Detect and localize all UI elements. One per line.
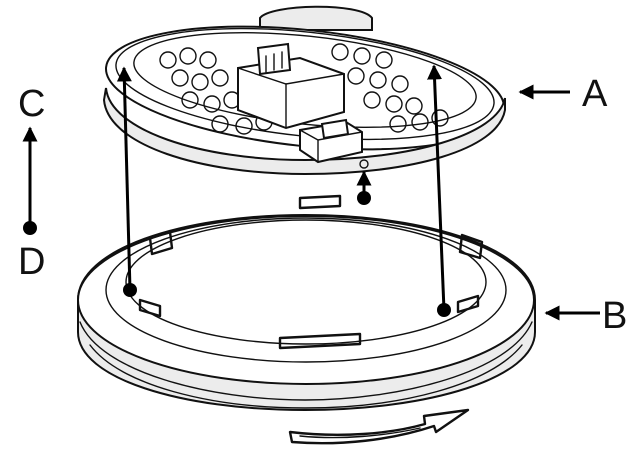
guide-dot-center [357,191,371,205]
direction-arrow-d-to-c [22,126,38,235]
base-ring [77,194,536,412]
guide-line-right [427,64,446,311]
guide-dot-left [123,283,137,297]
led-array [159,43,449,135]
lamp-unit [102,5,506,176]
alignment-guides [116,64,451,317]
rotation-arrow-icon [288,408,470,445]
driver-module [237,42,345,130]
guide-dot-right [437,303,451,317]
label-b: B [602,295,627,337]
label-a: A [582,73,608,115]
label-d: D [18,241,45,283]
terminal-block [299,118,363,164]
guide-line-left [116,66,132,291]
label-c: C [18,83,45,125]
